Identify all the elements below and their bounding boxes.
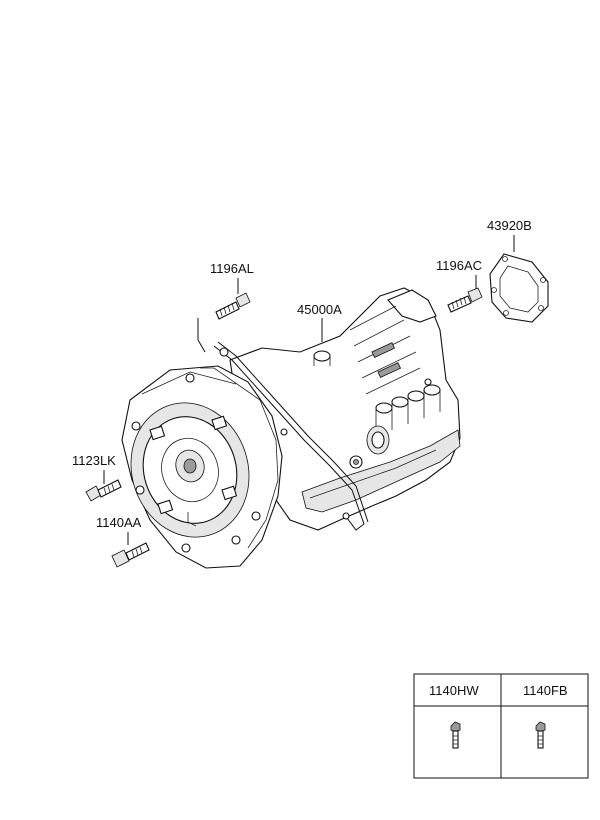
label-1196AL: 1196AL xyxy=(210,261,254,276)
case-ribs xyxy=(349,305,421,395)
valve-body xyxy=(375,384,441,430)
bell-housing xyxy=(121,365,283,569)
bolt-icon-1196AL xyxy=(215,292,251,320)
side-connector xyxy=(349,425,390,469)
gasket-icon xyxy=(489,253,549,323)
table-header-1140HW: 1140HW xyxy=(429,683,479,698)
bolt-icon-1123LK xyxy=(85,479,122,502)
transmission-assembly xyxy=(121,287,461,569)
bolt-icon-1140HW xyxy=(450,721,461,749)
bolt-icon-1140FB xyxy=(535,721,546,749)
label-45000A: 45000A xyxy=(297,302,342,317)
leader-lines xyxy=(103,235,515,545)
fastener-table: 1140HW 1140FB xyxy=(413,673,589,779)
label-43920B: 43920B xyxy=(487,218,532,233)
table-header-1140FB: 1140FB xyxy=(523,683,568,698)
label-1140AA: 1140AA xyxy=(96,515,142,530)
bolt-icon-1196AC xyxy=(447,287,483,313)
label-1196AC: 1196AC xyxy=(436,258,482,273)
label-1123LK: 1123LK xyxy=(72,453,116,468)
bolt-icon-1140AA xyxy=(111,542,150,568)
